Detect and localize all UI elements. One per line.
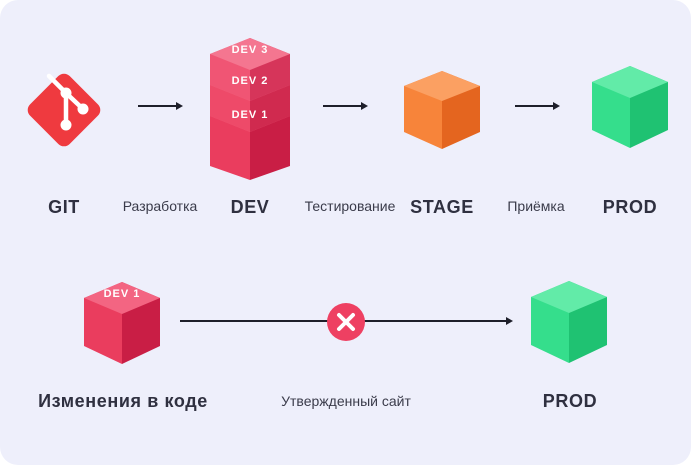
- dev-layer-1-label: DEV 1: [231, 109, 269, 121]
- git-label: GIT: [48, 197, 80, 217]
- arrow-right-icon: [515, 102, 560, 110]
- dev-label: DEV: [230, 197, 270, 217]
- dev-layer-3-label: DEV 3: [231, 44, 269, 56]
- dev-layer-2-label: DEV 2: [231, 75, 269, 87]
- dev1-cube-label: DEV 1: [103, 288, 141, 300]
- stage-cube: [404, 71, 480, 149]
- approved-site-label: Утвержденный сайт: [281, 393, 411, 409]
- dev-stack-cube: [210, 38, 290, 180]
- arrow-right-icon: [138, 102, 183, 110]
- prod-label: PROD: [602, 197, 658, 217]
- prod-bottom-label: PROD: [542, 391, 598, 411]
- stage-label: STAGE: [410, 197, 474, 217]
- git-logo-icon: [27, 73, 101, 147]
- prod-cube: [592, 66, 668, 148]
- transition-label-acceptance: Приёмка: [507, 198, 565, 214]
- prod-cube-bottom: [531, 281, 607, 363]
- transition-label-testing: Тестирование: [304, 198, 396, 214]
- code-changes-label: Изменения в коде: [38, 391, 208, 411]
- transition-label-development: Разработка: [122, 198, 198, 214]
- dev1-cube: [84, 282, 160, 364]
- x-circle-icon: [327, 303, 365, 341]
- arrow-right-icon: [323, 102, 368, 110]
